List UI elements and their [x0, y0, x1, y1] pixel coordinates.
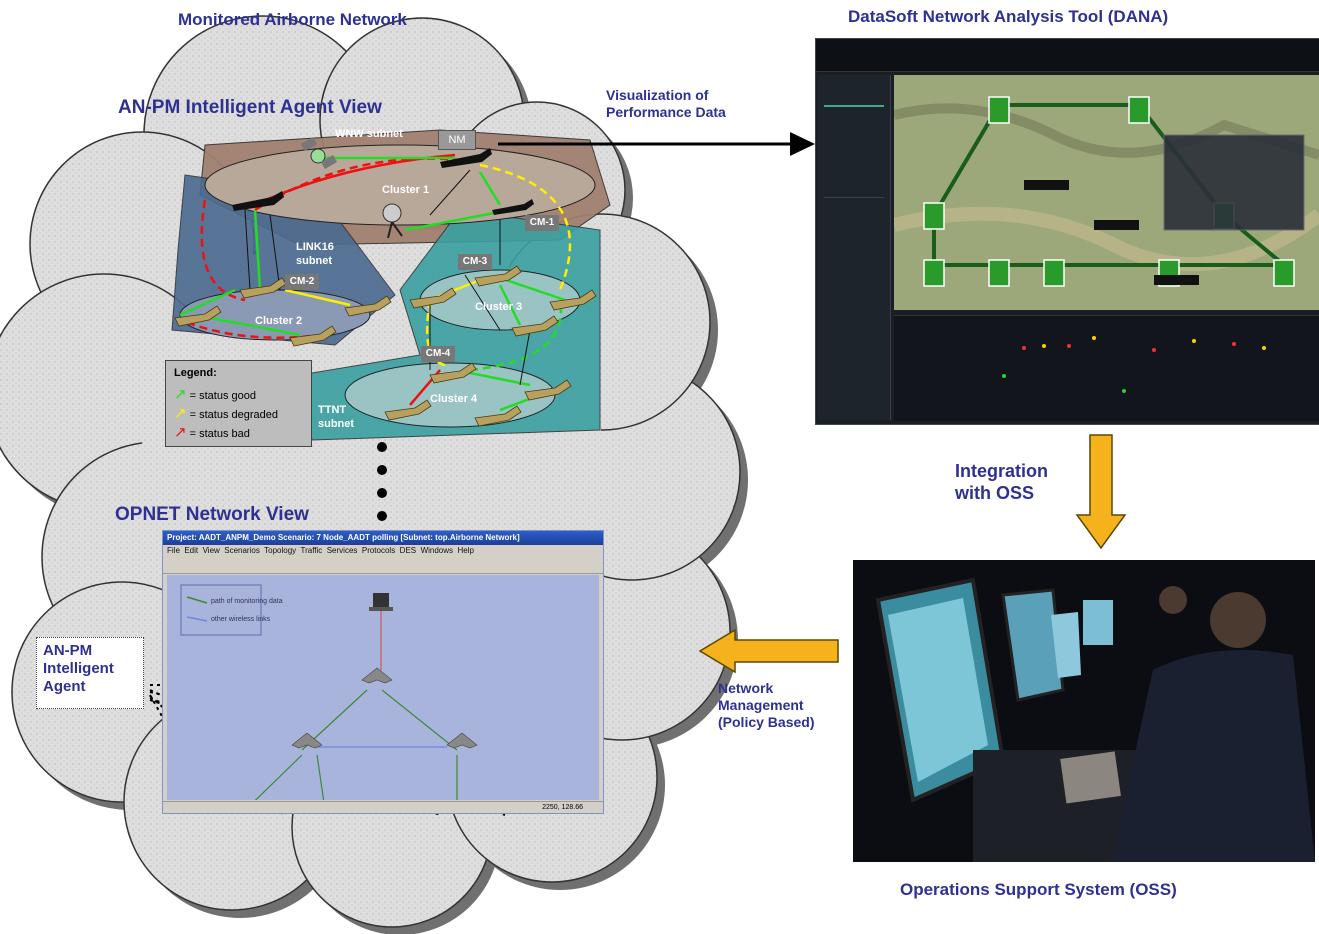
opnet-view-title: OPNET Network View: [115, 504, 309, 525]
opnet-window: Project: AADT_ANPM_Demo Scenario: 7 Node…: [162, 530, 604, 814]
svg-text:path of monitoring data: path of monitoring data: [211, 598, 283, 605]
dana-screenshot: [815, 38, 1319, 425]
aircraft-icons: [232, 148, 534, 215]
wnw-subnet-label: WNW subnet: [335, 128, 403, 140]
oss-photo: [853, 560, 1315, 862]
yellow-arrow-icon: ↗: [174, 405, 187, 422]
red-arrow-icon: ↗: [174, 424, 187, 441]
opnet-menubar: File Edit View Scenarios Topology Traffi…: [167, 546, 474, 555]
network-management-arrow: [698, 628, 839, 674]
cm3-tag: CM-3: [458, 254, 492, 270]
fighter-jet-icons: [174, 265, 597, 427]
agent-view-title: AN-PM Intelligent Agent View: [118, 97, 382, 118]
dana-sidebar: [818, 75, 891, 420]
cluster-3-label: Cluster 3: [475, 301, 523, 313]
oss-title: Operations Support System (OSS): [900, 880, 1177, 899]
legend-box: Legend: ↗ = status good ↗ = status degra…: [165, 360, 312, 447]
opnet-titlebar: Project: AADT_ANPM_Demo Scenario: 7 Node…: [163, 531, 603, 545]
satellite-icon: [300, 137, 338, 169]
cluster-2-label: Cluster 2: [255, 315, 303, 327]
cluster-1-label: Cluster 1: [382, 184, 430, 196]
dana-toolbar: [816, 39, 1319, 72]
opnet-statusbar: 2250, 128.66: [163, 801, 603, 813]
integration-arrow: [1075, 434, 1127, 550]
dana-map: [894, 75, 1319, 310]
antenna-icon: [382, 203, 403, 239]
visualization-arrow: [498, 132, 815, 156]
svg-text:other wireless links: other wireless links: [211, 616, 271, 623]
legend-label: = status good: [189, 390, 256, 402]
monitored-network-title: Monitored Airborne Network: [178, 10, 407, 29]
green-arrow-icon: ↗: [174, 386, 187, 403]
opnet-toolbar: [163, 557, 603, 574]
legend-label: = status degraded: [189, 409, 279, 421]
dana-timeline: [894, 315, 1319, 421]
legend-item-good: ↗ = status good: [174, 385, 256, 403]
dana-title: DataSoft Network Analysis Tool (DANA): [848, 7, 1169, 26]
opnet-canvas: path of monitoring data other wireless l…: [167, 575, 599, 800]
legend-label: = status bad: [189, 428, 250, 440]
cluster-4-label: Cluster 4: [430, 393, 478, 405]
cm2-tag: CM-2: [285, 274, 319, 290]
legend-item-degraded: ↗ = status degraded: [174, 404, 278, 422]
legend-title: Legend:: [174, 367, 217, 379]
continuation-dots: [377, 442, 387, 521]
nm-tag: NM: [438, 130, 476, 150]
legend-item-bad: ↗ = status bad: [174, 423, 250, 441]
cm4-tag: CM-4: [421, 346, 455, 362]
cm1-tag: CM-1: [525, 215, 559, 231]
